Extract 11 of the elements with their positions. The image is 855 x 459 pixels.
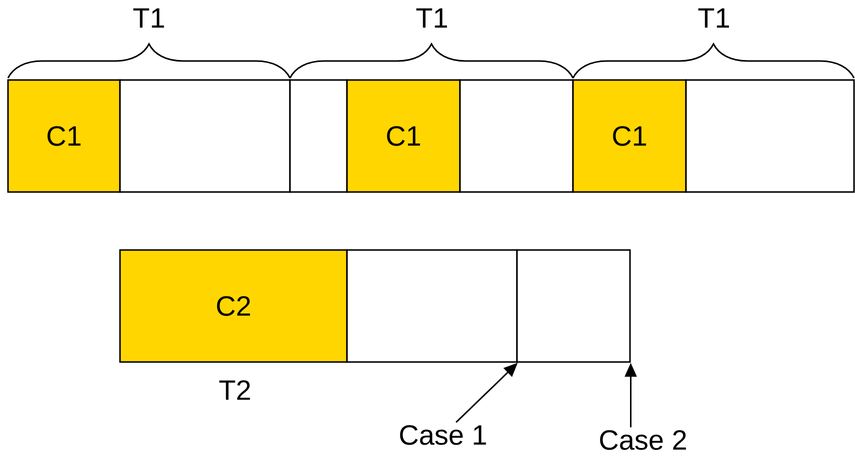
- case-label: Case 1: [400, 425, 486, 445]
- period-box: C2: [119, 249, 348, 363]
- period-label: T1: [132, 7, 166, 29]
- empty-box: [289, 79, 348, 193]
- period-label: T1: [414, 7, 450, 29]
- period-box: C1: [346, 79, 461, 193]
- period-box: C1: [7, 79, 121, 193]
- period-box: C1: [572, 79, 687, 193]
- case-label: Case 2: [600, 430, 686, 450]
- period-label: T2: [218, 379, 252, 401]
- period-label: T1: [696, 7, 732, 29]
